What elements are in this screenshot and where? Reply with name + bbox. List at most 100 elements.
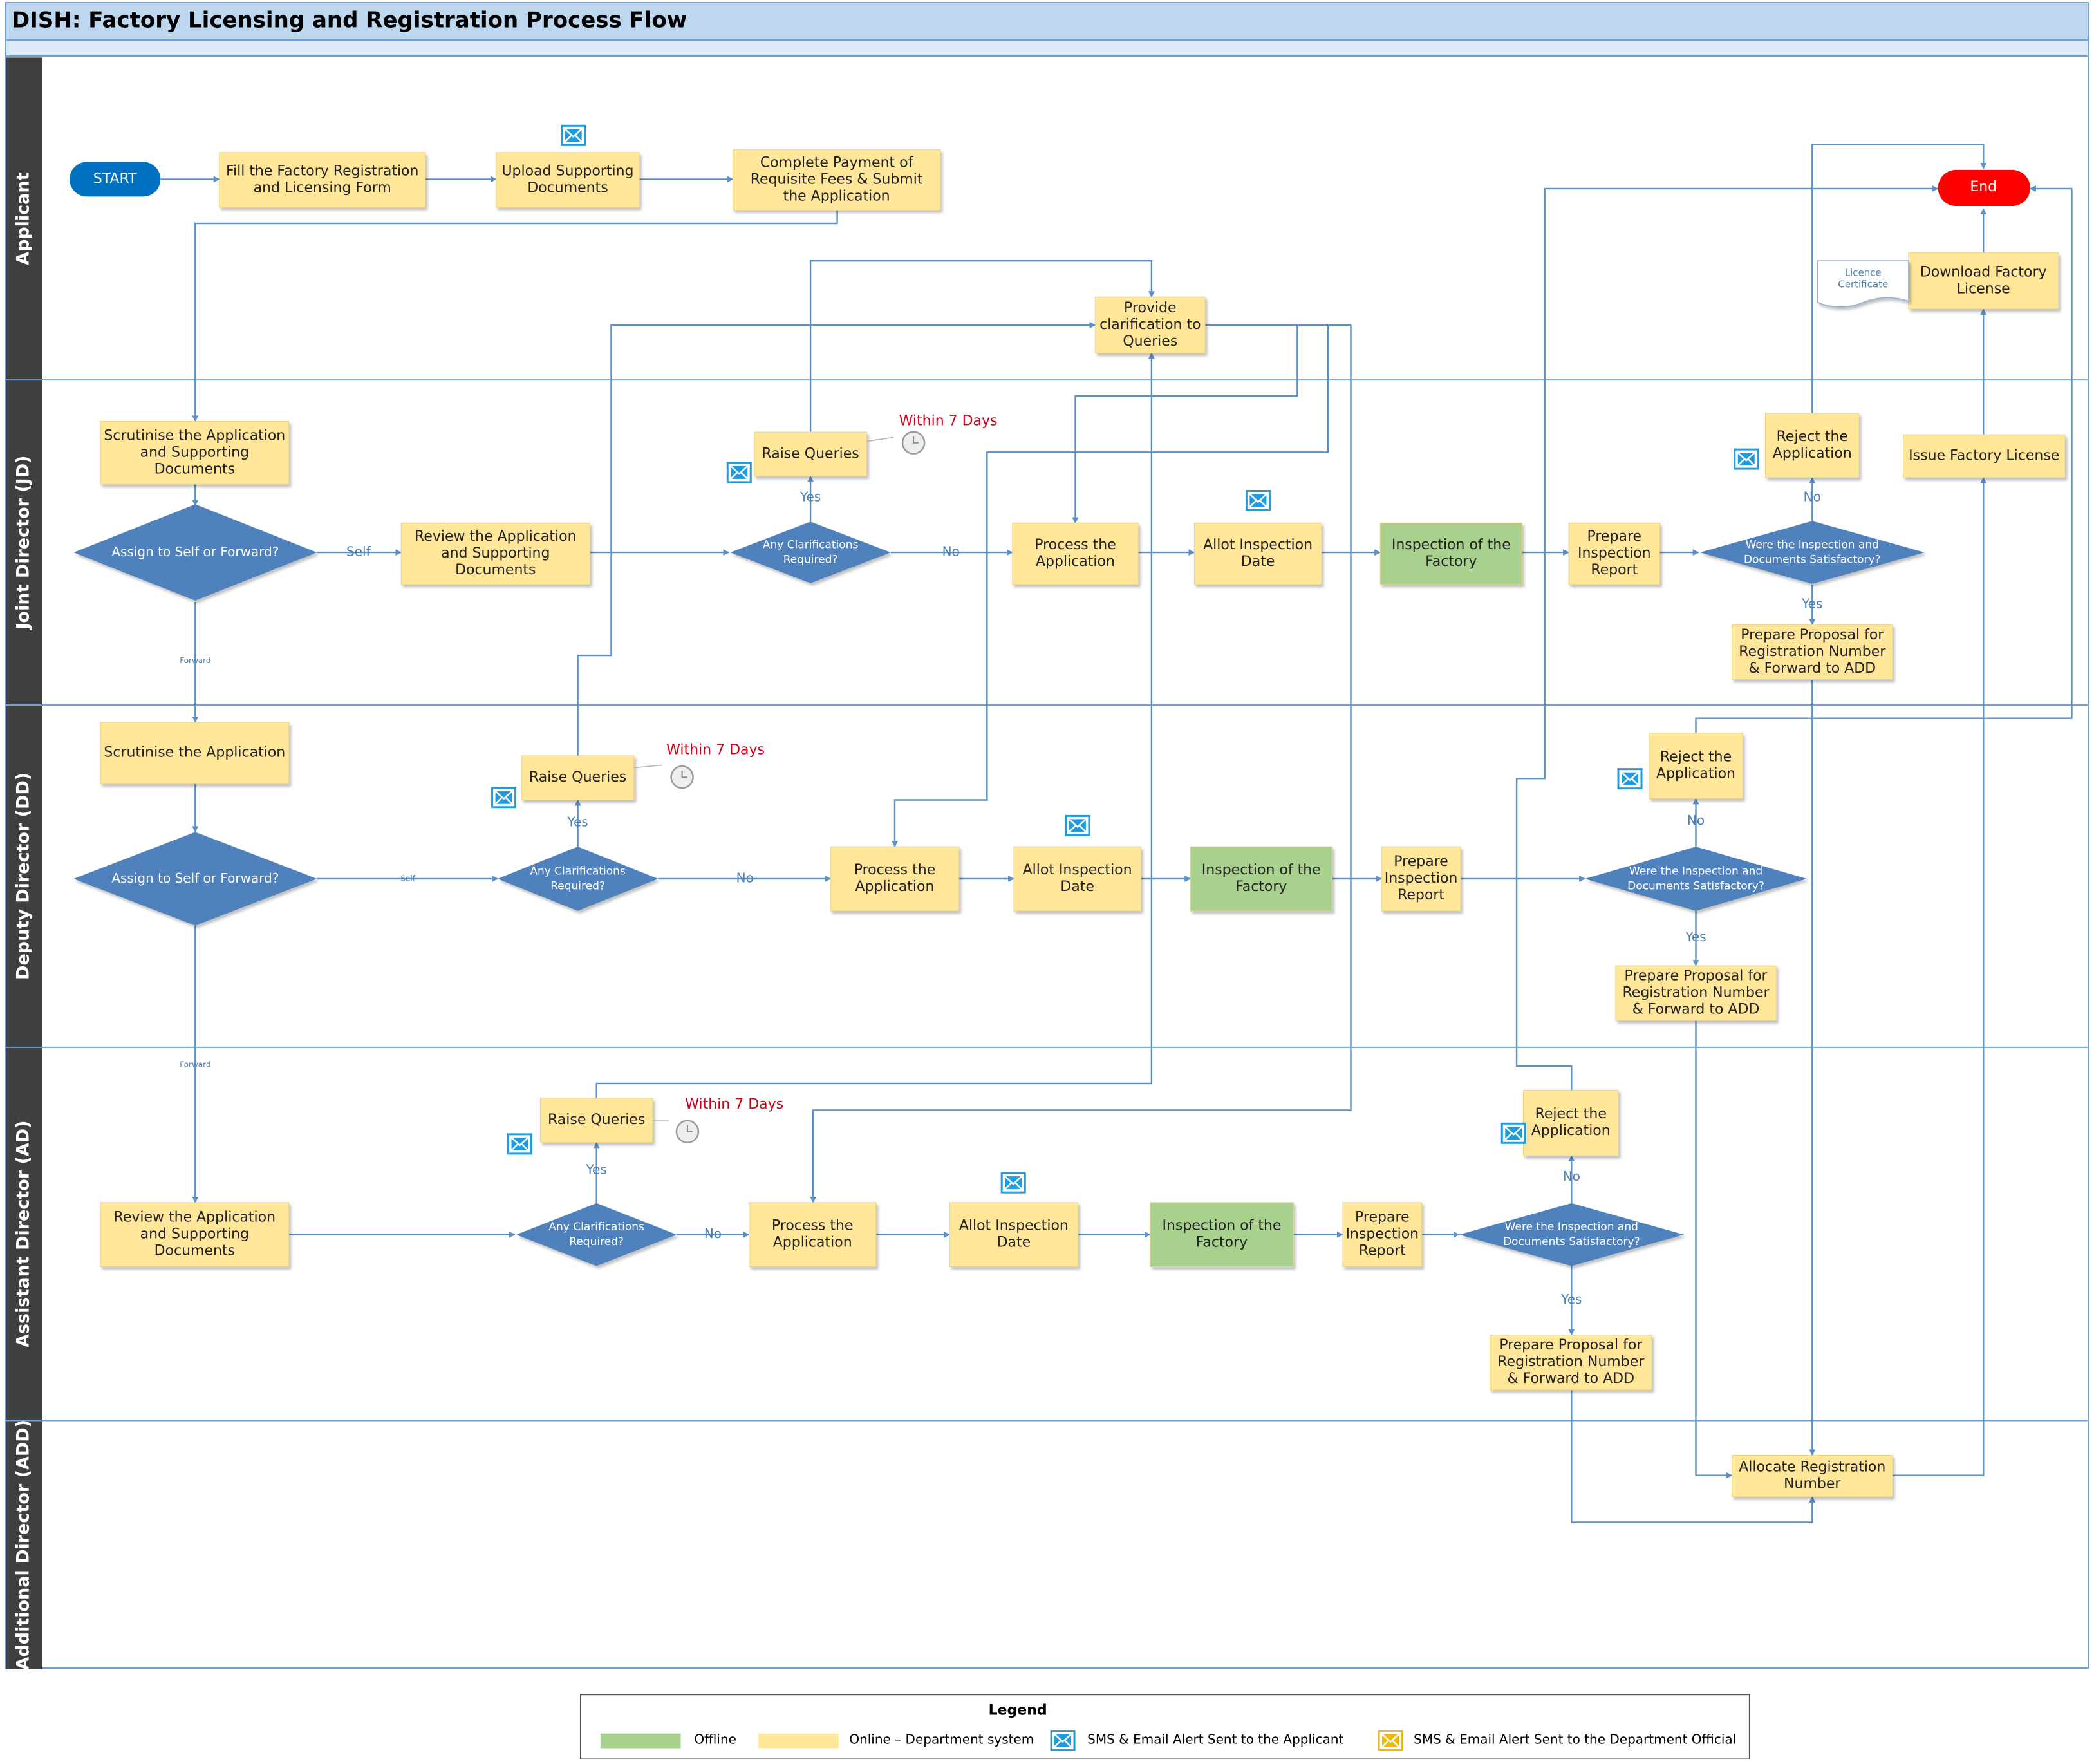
dd-assign-decision[interactable]: Assign to Self or Forward?: [73, 832, 317, 926]
edge-dd-proposal-allocate: [1695, 1020, 1733, 1479]
jd-timer-pointer: [866, 436, 894, 442]
lane-label-ad: Assistant Director (AD): [14, 1120, 33, 1347]
ad-raise-queries-step-label: Raise Queries: [548, 1112, 645, 1128]
dd-allot-alert-envelope-icon: [1065, 814, 1090, 836]
start-label: START: [93, 171, 137, 187]
label-jd-forward: Forward: [180, 656, 210, 665]
label-jd-sat-no: No: [1804, 489, 1821, 504]
lane-header-add: [6, 1420, 42, 1669]
ad-raise-queries-step[interactable]: Raise Queries: [539, 1098, 653, 1143]
legend-applicant-alert-label: SMS & Email Alert Sent to the Applicant: [1087, 1732, 1343, 1747]
edge-payment-jd-scrutinise: [192, 210, 838, 422]
dd-raise-queries-step[interactable]: Raise Queries: [521, 755, 635, 800]
label-jd-yes: Yes: [799, 489, 821, 504]
dd-timer-pointer: [633, 764, 662, 769]
jd-timer-clock-icon: [901, 431, 926, 455]
lane-label-add: Additional Director (ADD): [14, 1420, 33, 1670]
label-jd-self: Self: [346, 544, 371, 559]
title-subbar: [5, 39, 2089, 57]
start-terminal[interactable]: START: [70, 162, 161, 197]
lane-jd: Joint Director (JD): [6, 379, 2088, 705]
upload-alert-envelope-icon: [561, 124, 586, 146]
label-ad-yes: Yes: [586, 1161, 607, 1177]
lane-label-jd: Joint Director (JD): [14, 456, 33, 631]
edge-ad-proposal-allocate: [1571, 1389, 1816, 1523]
legend-offline-label: Offline: [694, 1732, 736, 1747]
dd-scrutinise-step[interactable]: Scrutinise the Application: [100, 722, 290, 785]
jd-assign-decision[interactable]: Assign to Self or Forward?: [73, 504, 317, 601]
label-dd-sat-no: No: [1687, 812, 1705, 828]
legend-official-alert-label: SMS & Email Alert Sent to the Department…: [1414, 1732, 1736, 1747]
lane-label-dd: Deputy Director (DD): [14, 773, 33, 980]
edge-allocate-issue: [1892, 476, 1987, 1476]
lane-label-applicant: Applicant: [14, 172, 33, 265]
legend-envelope-blue-icon: [1050, 1730, 1076, 1752]
page-title: DISH: Factory Licensing and Registration…: [12, 8, 687, 33]
ad-allot-alert-envelope-icon: [1000, 1172, 1026, 1194]
jd-raise-queries-step[interactable]: Raise Queries: [754, 431, 867, 477]
ad-queries-alert-envelope-icon: [507, 1133, 533, 1155]
edge-provide-dd-process: [892, 324, 1329, 848]
lane-header-dd: [6, 704, 42, 1047]
label-jd-no: No: [942, 544, 960, 559]
edge-provide-ad-process: [810, 324, 1352, 1203]
edge-provide-jd-process: [1072, 324, 1298, 524]
jd-issue-license-step[interactable]: Issue Factory License: [1903, 434, 2066, 478]
dd-within-days-label: Within 7 Days: [666, 742, 765, 758]
end-terminal[interactable]: End: [1938, 169, 2030, 206]
ad-within-days-label: Within 7 Days: [685, 1096, 783, 1112]
dd-scrutinise-step-label: Scrutinise the Application: [104, 745, 285, 761]
label-ad-no: No: [704, 1226, 722, 1241]
lane-dd: Deputy Director (DD): [6, 704, 2088, 1047]
